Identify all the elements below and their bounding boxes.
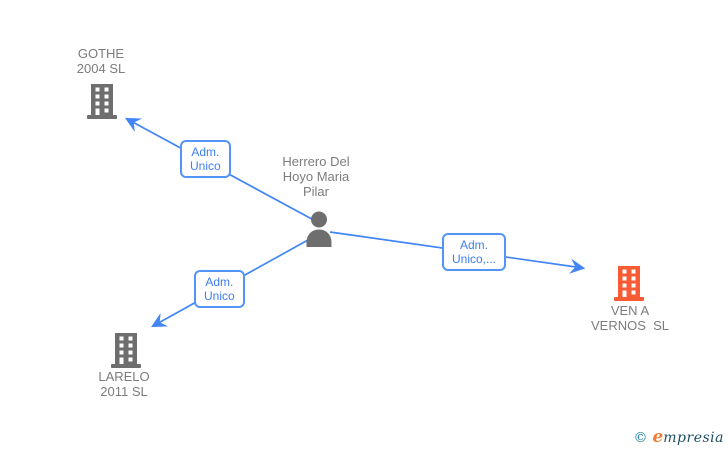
node-label-line: LARELO: [98, 369, 150, 384]
node-label-line: Herrero Del: [282, 154, 350, 169]
edge-label-adm-unico-larelo[interactable]: Adm. Unico: [194, 270, 245, 308]
node-label-line: Pilar: [302, 184, 329, 199]
edge-label-line: Adm.: [205, 275, 234, 289]
empresia-wordmark: empresia: [652, 427, 724, 447]
person-icon: [306, 211, 332, 247]
node-label-ven-a-vernos-sl[interactable]: VEN A VERNOS SL: [570, 303, 690, 333]
edge-label-adm-unico-ven-a-vernos[interactable]: Adm. Unico,...: [442, 233, 507, 271]
company-node-larelo[interactable]: [110, 333, 142, 368]
empresia-logo[interactable]: © empresia: [633, 427, 724, 447]
building-icon: [614, 266, 644, 301]
building-icon: [111, 333, 141, 368]
node-label-line: VEN A: [610, 303, 650, 318]
node-label-line: 2004 SL: [76, 61, 126, 76]
person-node-herrero-del-hoyo[interactable]: [303, 211, 335, 247]
company-node-ven-a-vernos[interactable]: [613, 266, 645, 301]
edge-label-line: Unico: [204, 289, 235, 303]
empresia-wordmark-rest: mpresia: [663, 430, 724, 446]
empresia-wordmark-initial: e: [652, 427, 664, 447]
node-label-larelo-2011-sl[interactable]: LARELO 2011 SL: [66, 369, 182, 399]
building-icon: [87, 84, 117, 119]
edge-label-line: Adm.: [460, 238, 489, 252]
company-node-gothe[interactable]: [86, 84, 118, 119]
node-label-person[interactable]: Herrero Del Hoyo Maria Pilar: [258, 154, 374, 199]
copyright-icon: ©: [633, 430, 648, 446]
node-label-line: Hoyo Maria: [282, 169, 350, 184]
edge-label-line: Adm.: [191, 145, 220, 159]
node-label-gothe-2004-sl[interactable]: GOTHE 2004 SL: [51, 46, 151, 76]
edge-label-line: Unico: [190, 159, 221, 173]
node-label-line: VERNOS SL: [590, 318, 670, 333]
edge-label-line: Unico,...: [452, 252, 497, 266]
edge-label-adm-unico-gothe[interactable]: Adm. Unico: [180, 140, 231, 178]
node-label-line: GOTHE: [77, 46, 125, 61]
node-label-line: 2011 SL: [100, 384, 148, 399]
